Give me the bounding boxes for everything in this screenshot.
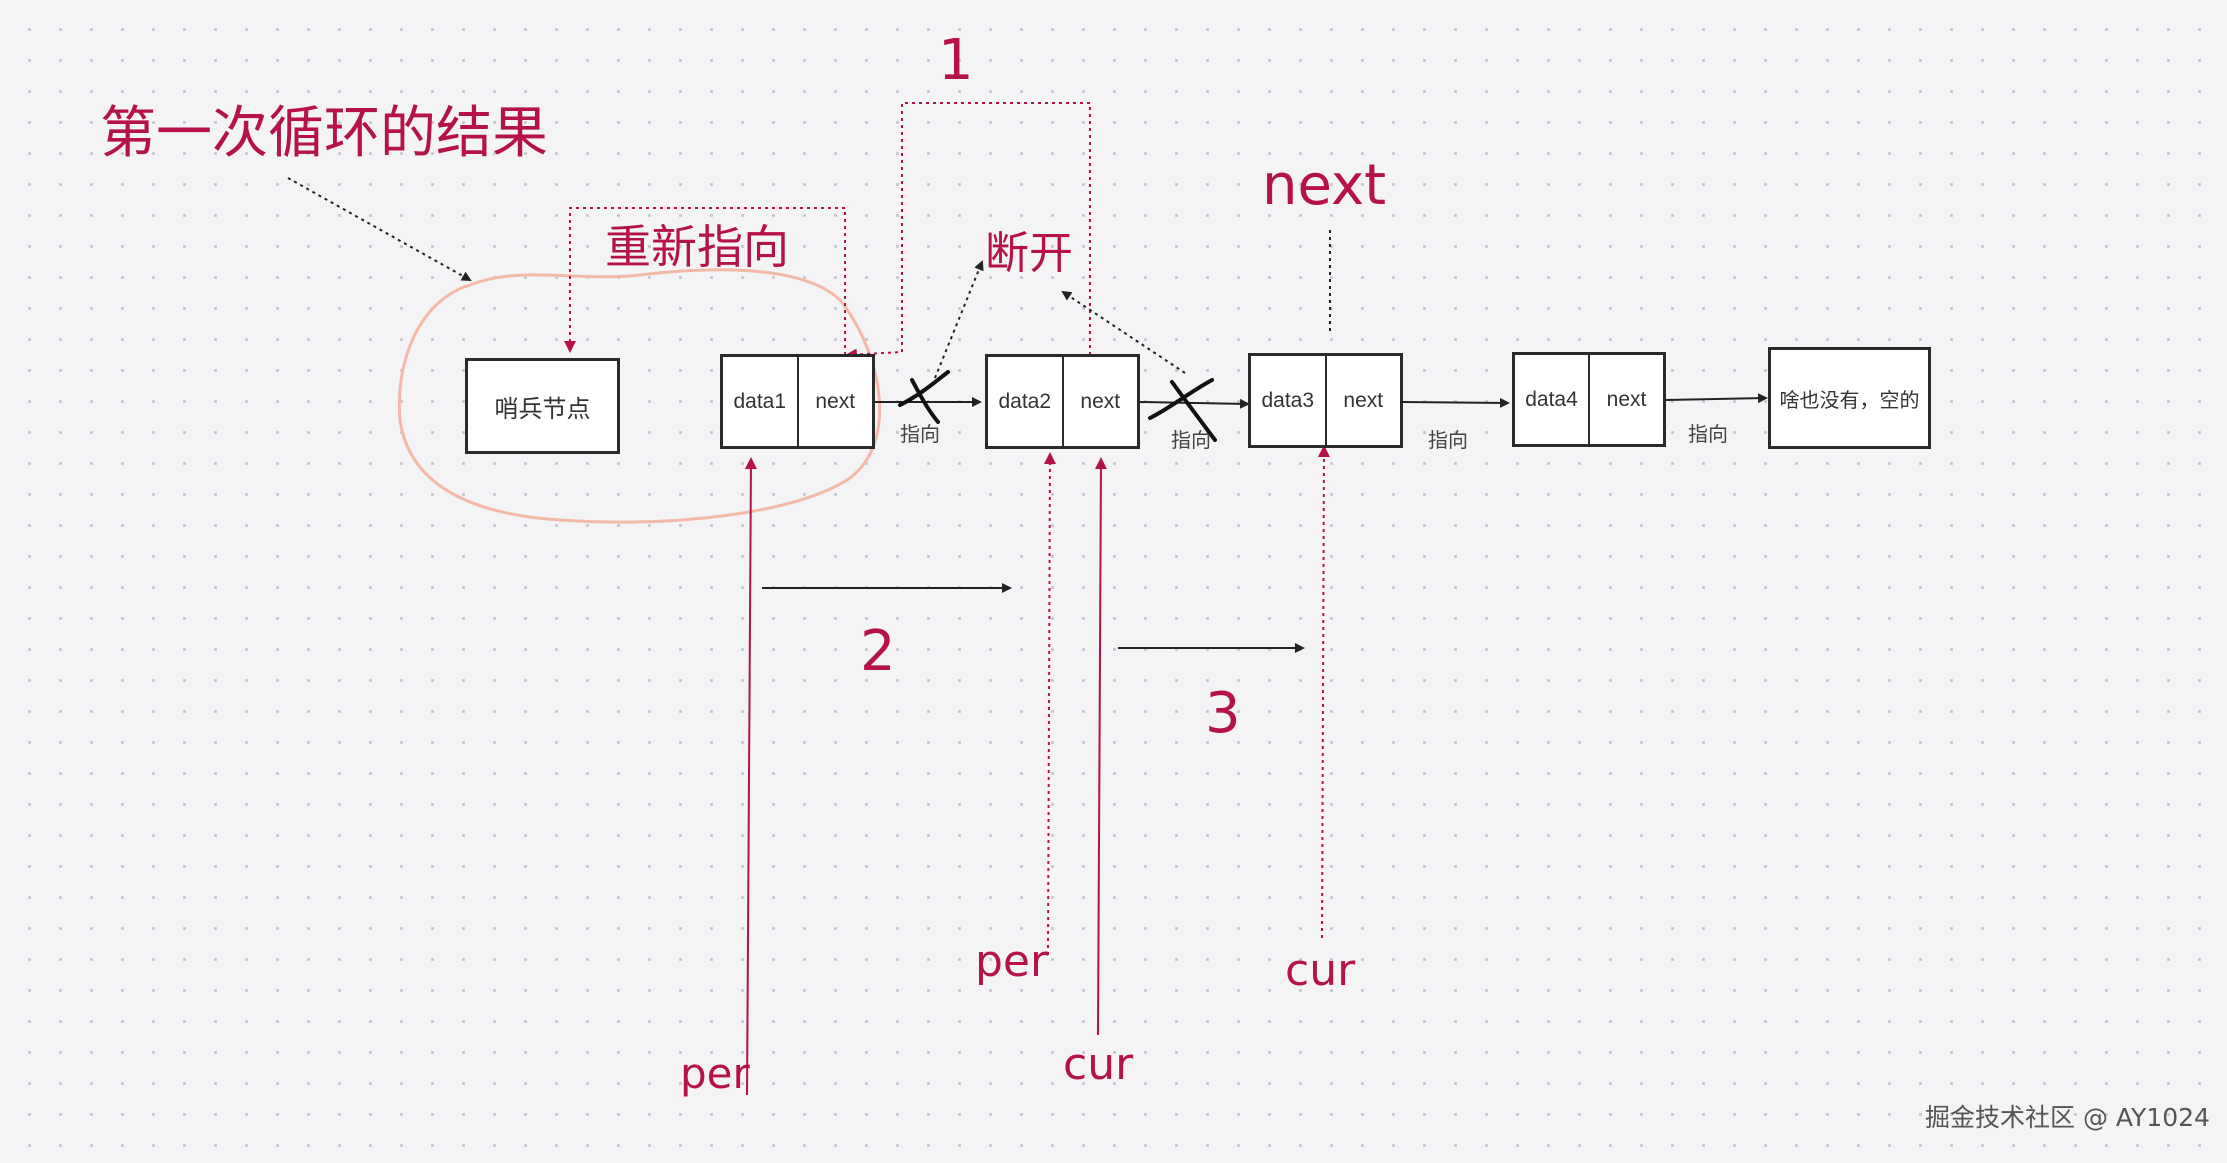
node-data2-next: next (1061, 357, 1138, 446)
node-data4: data4 next (1512, 352, 1666, 447)
break-label: 断开 (985, 228, 1073, 279)
empty-node-label: 啥也没有，空的 (1779, 389, 1920, 412)
node-data3: data3 next (1248, 353, 1403, 448)
step2-label: 2 (860, 619, 896, 684)
cur-first-line (1094, 457, 1107, 1036)
edge-label-4: 指向 (1688, 422, 1728, 446)
diagram-title: 第一次循环的结果 (100, 101, 548, 166)
step1-path (845, 102, 1091, 361)
node-data2-data: data2 (998, 389, 1052, 413)
node-data1: data1 next (720, 354, 875, 449)
node-data2: data2 next (985, 354, 1140, 449)
break-arrow-left (934, 260, 984, 379)
edge-4-empty (1665, 393, 1768, 404)
node-data1-data: data1 (733, 389, 787, 413)
empty-node: 啥也没有，空的 (1768, 347, 1931, 449)
step3-label: 3 (1205, 681, 1241, 746)
redirect-label: 重新指向 (605, 220, 789, 274)
cur-first-label: cur (1063, 1039, 1134, 1090)
edge-2-3 (1139, 398, 1250, 409)
node-data3-next: next (1324, 356, 1401, 445)
edge-3-4 (1402, 397, 1510, 408)
watermark: 掘金技术社区 @ AY1024 (1925, 1103, 2210, 1132)
highlight-circle (397, 268, 882, 524)
title-arrow (287, 177, 472, 281)
node-data4-next: next (1588, 355, 1663, 444)
per-second-label: per (975, 936, 1049, 987)
edge-label-1: 指向 (900, 422, 940, 446)
cur-second-label: cur (1285, 945, 1356, 996)
next-top-label: next (1262, 153, 1387, 218)
redirect-path (564, 207, 846, 355)
sentinel-node: 哨兵节点 (465, 358, 620, 454)
per-first-line (744, 457, 757, 1096)
sentinel-label: 哨兵节点 (494, 395, 591, 423)
cross-mark-1 (898, 370, 950, 424)
per-second-line (1043, 452, 1056, 956)
edge-label-2: 指向 (1171, 428, 1211, 452)
edge-label-3: 指向 (1428, 428, 1468, 452)
cur-second-line (1317, 445, 1330, 939)
cross-mark-2 (1148, 378, 1217, 442)
node-data3-data: data3 (1261, 388, 1315, 412)
node-data1-next: next (796, 357, 873, 446)
step1-label: 1 (938, 28, 974, 93)
node-data4-data: data4 (1525, 387, 1578, 411)
per-first-label: per (680, 1049, 750, 1098)
